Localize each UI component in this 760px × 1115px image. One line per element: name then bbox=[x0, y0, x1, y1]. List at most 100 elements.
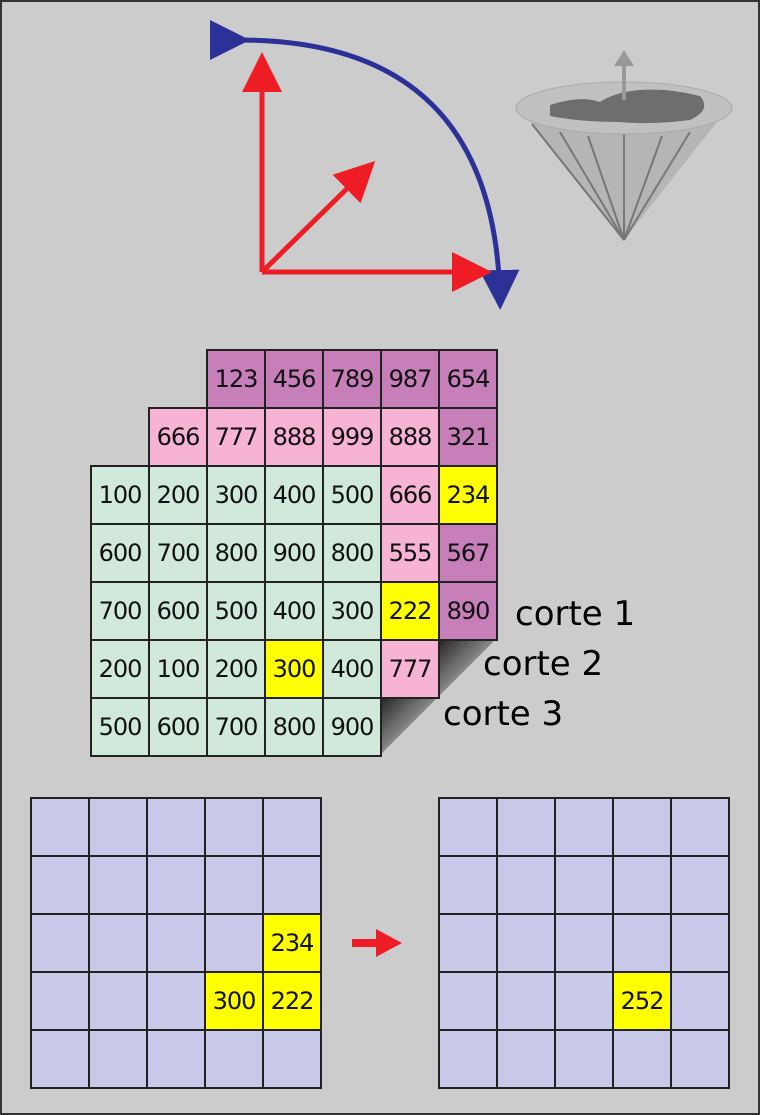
input-grid-cell bbox=[146, 855, 206, 915]
input-grid-cell bbox=[30, 855, 90, 915]
layer-2-cell: 222 bbox=[380, 581, 440, 641]
layer-1-cell: 987 bbox=[380, 349, 440, 409]
vector-rotation-arrows-icon bbox=[209, 19, 520, 310]
input-grid-cell bbox=[204, 855, 264, 915]
layer-3-cell: 800 bbox=[264, 697, 324, 757]
layer-1-cell: 890 bbox=[438, 581, 498, 641]
input-grid-cell bbox=[88, 1029, 148, 1089]
layer-3-cell: 400 bbox=[264, 581, 324, 641]
input-grid-cell bbox=[88, 855, 148, 915]
input-grid-cell bbox=[30, 797, 90, 857]
layer-3-cell: 500 bbox=[322, 465, 382, 525]
red-right-arrow-icon bbox=[352, 929, 402, 957]
input-grid-cell bbox=[88, 971, 148, 1031]
output-grid-cell bbox=[612, 797, 672, 857]
layer-3-cell: 400 bbox=[264, 465, 324, 525]
layer-3-cell: 200 bbox=[206, 639, 266, 699]
output-grid-cell bbox=[438, 971, 498, 1031]
layer-3-cell: 200 bbox=[90, 639, 150, 699]
layer-3-cell: 200 bbox=[148, 465, 208, 525]
layer-1-cell: 456 bbox=[264, 349, 324, 409]
output-grid-cell bbox=[670, 855, 730, 915]
label-corte-2: corte 2 bbox=[483, 644, 604, 684]
layer-3-cell: 800 bbox=[206, 523, 266, 583]
label-corte-1: corte 1 bbox=[515, 594, 636, 634]
input-grid-cell bbox=[30, 1029, 90, 1089]
layer-3-cell: 300 bbox=[322, 581, 382, 641]
layer-3-cell: 600 bbox=[90, 523, 150, 583]
input-grid-cell bbox=[30, 971, 90, 1031]
output-grid-cell bbox=[438, 855, 498, 915]
layer-3-cell: 400 bbox=[322, 639, 382, 699]
output-grid-cell bbox=[612, 913, 672, 973]
label-corte-3: corte 3 bbox=[443, 694, 564, 734]
output-grid-cell bbox=[612, 855, 672, 915]
fold-shadows bbox=[380, 639, 496, 755]
conic-projection-globe-icon bbox=[515, 50, 733, 241]
input-grid-cell bbox=[262, 855, 322, 915]
layer-3-cell: 900 bbox=[264, 523, 324, 583]
input-grid-cell bbox=[30, 913, 90, 973]
layer-1-cell: 234 bbox=[438, 465, 498, 525]
output-grid-cell bbox=[554, 971, 614, 1031]
layer-2-cell: 999 bbox=[322, 407, 382, 467]
layer-1-cell: 567 bbox=[438, 523, 498, 583]
output-grid-cell bbox=[554, 797, 614, 857]
layer-3-cell: 100 bbox=[148, 639, 208, 699]
input-grid-cell bbox=[88, 797, 148, 857]
output-grid-cell bbox=[496, 913, 556, 973]
layer-2-cell: 666 bbox=[148, 407, 208, 467]
layer-2-cell: 888 bbox=[264, 407, 324, 467]
layer-2-cell: 555 bbox=[380, 523, 440, 583]
input-grid-cell bbox=[262, 1029, 322, 1089]
input-grid-cell bbox=[146, 913, 206, 973]
layer-3-cell: 300 bbox=[206, 465, 266, 525]
output-grid-cell bbox=[670, 971, 730, 1031]
input-grid-cell bbox=[204, 797, 264, 857]
layer-2-cell: 777 bbox=[206, 407, 266, 467]
output-grid-cell bbox=[496, 1029, 556, 1089]
input-grid-cell bbox=[262, 797, 322, 857]
layer-3-cell: 100 bbox=[90, 465, 150, 525]
output-grid-cell bbox=[496, 797, 556, 857]
output-grid-cell bbox=[554, 855, 614, 915]
input-grid-cell bbox=[204, 1029, 264, 1089]
output-grid-cell bbox=[554, 1029, 614, 1089]
layer-1-cell: 321 bbox=[438, 407, 498, 467]
layer-1-cell: 123 bbox=[206, 349, 266, 409]
output-grid-cell bbox=[438, 797, 498, 857]
output-grid-cell: 252 bbox=[612, 971, 672, 1031]
input-grid-cell bbox=[146, 1029, 206, 1089]
output-grid-cell bbox=[670, 1029, 730, 1089]
input-grid-cell bbox=[204, 913, 264, 973]
output-grid-cell bbox=[670, 797, 730, 857]
layer-3-cell: 700 bbox=[206, 697, 266, 757]
layer-3-cell: 600 bbox=[148, 581, 208, 641]
input-grid-cell bbox=[146, 797, 206, 857]
output-grid-cell bbox=[612, 1029, 672, 1089]
output-grid-cell bbox=[554, 913, 614, 973]
layer-3-cell: 800 bbox=[322, 523, 382, 583]
layer-1-cell: 789 bbox=[322, 349, 382, 409]
input-grid-cell: 234 bbox=[262, 913, 322, 973]
output-grid-cell bbox=[438, 1029, 498, 1089]
layer-2-cell: 888 bbox=[380, 407, 440, 467]
output-grid-cell bbox=[496, 855, 556, 915]
layer-3-cell: 500 bbox=[90, 697, 150, 757]
output-grid-cell bbox=[670, 913, 730, 973]
layer-3-cell: 300 bbox=[264, 639, 324, 699]
layer-2-cell: 777 bbox=[380, 639, 440, 699]
layer-3-cell: 600 bbox=[148, 697, 208, 757]
layer-3-cell: 700 bbox=[148, 523, 208, 583]
layer-2-cell: 666 bbox=[380, 465, 440, 525]
input-grid-cell bbox=[88, 913, 148, 973]
input-grid-cell bbox=[146, 971, 206, 1031]
layer-3-cell: 900 bbox=[322, 697, 382, 757]
input-grid-cell: 300 bbox=[204, 971, 264, 1031]
layer-3-cell: 700 bbox=[90, 581, 150, 641]
output-grid-cell bbox=[438, 913, 498, 973]
layer-1-cell: 654 bbox=[438, 349, 498, 409]
layer-3-cell: 500 bbox=[206, 581, 266, 641]
